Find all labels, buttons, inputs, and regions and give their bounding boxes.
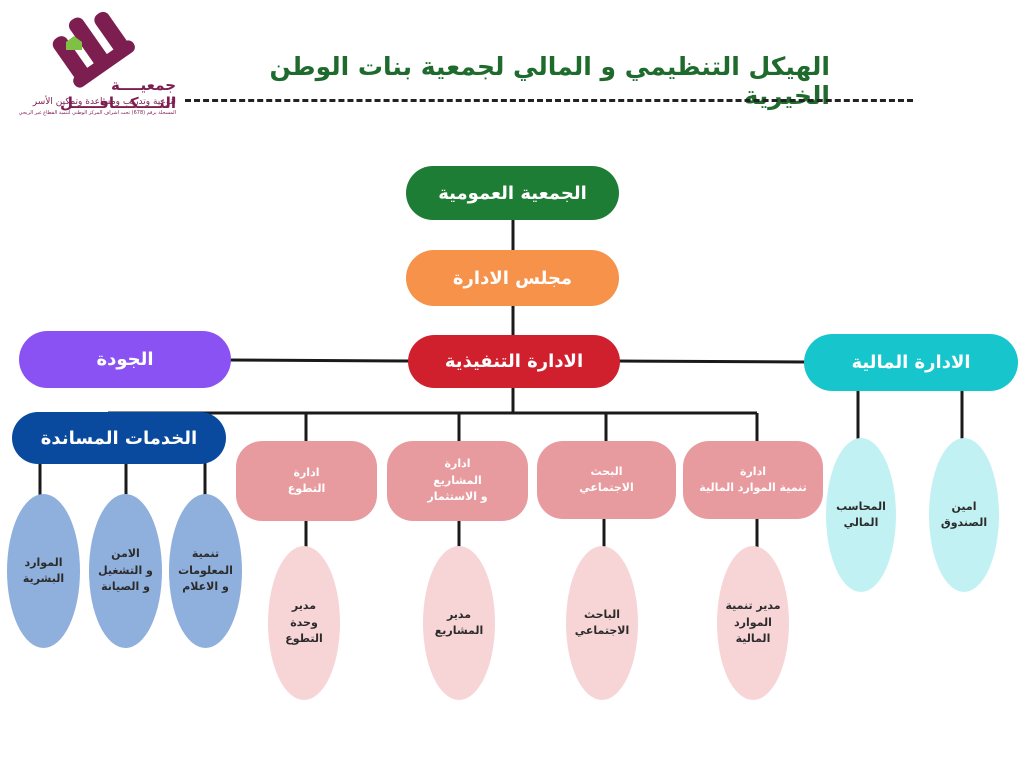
node-dept-projects: ادارة المشاريع و الاستثمار (387, 441, 528, 521)
node-security-operations: الامن و التشغيل و الصيانة (89, 494, 162, 648)
logo-registration: المسجلة برقم (678) تحت اشراف المركز الوط… (18, 110, 176, 116)
connector (615, 359, 807, 364)
logo-name: جمعيــــة التــــكـــافـــــل (60, 76, 176, 112)
node-human-resources: الموارد البشرية (7, 494, 80, 648)
node-financial-development-manager: مدير تنمية الموارد المالية (717, 546, 789, 700)
node-treasurer: امين الصندوق (929, 438, 999, 592)
node-volunteering-manager: مدير وحدة التطوع (268, 546, 340, 700)
node-dept-financial-development: ادارة تنمية الموارد المالية (683, 441, 823, 519)
logo-tagline: لتوعية وتدريب ومساعدة وتمكين الأسر (32, 97, 176, 107)
node-accountant: المحاسب المالي (826, 438, 896, 592)
node-board: مجلس الادارة (406, 250, 619, 306)
node-dept-social-research: البحث الاجتماعي (537, 441, 676, 519)
connector (227, 358, 411, 363)
node-dept-volunteering: ادارة التطوع (236, 441, 377, 521)
node-quality: الجودة (19, 331, 231, 388)
node-finance: الادارة المالية (804, 334, 1018, 391)
node-information-media: تنمية المعلومات و الاعلام (169, 494, 242, 648)
node-projects-manager: مدير المشاريع (423, 546, 495, 700)
node-general-assembly: الجمعية العمومية (406, 166, 619, 220)
title-divider (185, 99, 913, 102)
node-social-researcher: الباحث الاجتماعي (566, 546, 638, 700)
node-executive: الادارة التنفيذية (408, 335, 620, 388)
association-logo (52, 11, 135, 88)
node-support-services: الخدمات المساندة (12, 412, 226, 464)
page-title: الهيكل التنظيمي و المالي لجمعية بنات الو… (269, 52, 830, 110)
